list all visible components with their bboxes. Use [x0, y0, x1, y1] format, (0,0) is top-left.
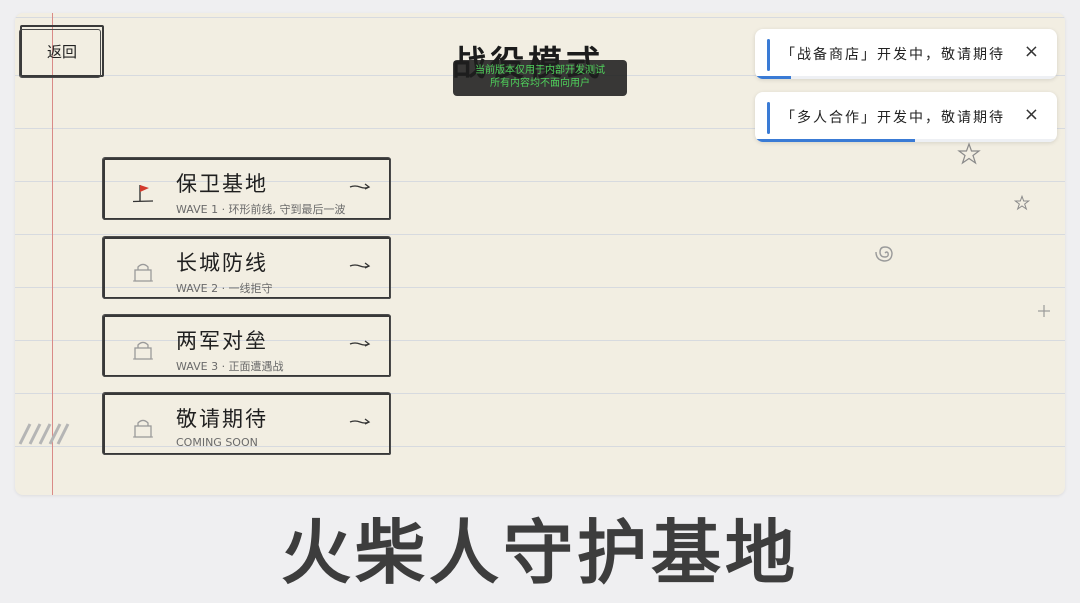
toast-progress	[755, 76, 792, 79]
arrow-right-icon	[349, 418, 371, 425]
flag-icon	[132, 185, 154, 203]
toast-message: 「多人合作」开发中，敬请期待	[781, 110, 1005, 126]
close-icon[interactable]: ×	[1023, 104, 1039, 125]
margin-line	[52, 13, 53, 495]
mode-name: 长城防线	[176, 251, 268, 275]
dev-notice-line-1: 当前版本仅用于内部开发测试	[475, 65, 605, 76]
toast-accent-bar	[767, 102, 770, 134]
dev-notice-line-2: 所有内容均不面向用户	[490, 78, 590, 89]
lock-icon	[133, 419, 153, 438]
hatch-doodle-icon	[18, 423, 70, 445]
mode-subtitle: WAVE 3 · 正面遭遇战	[176, 360, 284, 373]
back-button[interactable]: 返回	[19, 25, 104, 78]
mode-card-great-wall[interactable]: 长城防线 WAVE 2 · 一线拒守	[102, 236, 391, 299]
mode-name: 保卫基地	[176, 172, 268, 196]
mode-name: 敬请期待	[176, 407, 268, 431]
toast-accent-bar	[767, 39, 770, 71]
game-caption: 火柴人守护基地	[281, 512, 799, 594]
lock-icon	[133, 341, 153, 360]
star-doodle-icon	[1014, 195, 1030, 211]
toast-progress	[755, 139, 916, 142]
toast-progress-track	[755, 76, 1057, 79]
mode-card-two-armies[interactable]: 两军对垒 WAVE 3 · 正面遭遇战	[102, 314, 391, 377]
arrow-right-icon	[349, 262, 371, 269]
plus-doodle-icon	[1038, 305, 1050, 317]
lock-icon	[133, 263, 153, 282]
mode-subtitle: COMING SOON	[176, 436, 258, 449]
mode-name: 两军对垒	[176, 329, 268, 353]
mode-card-defend-base[interactable]: 保卫基地 WAVE 1 · 环形前线, 守到最后一波	[102, 157, 391, 220]
toast-shop: 「战备商店」开发中，敬请期待 ×	[755, 29, 1057, 79]
dev-notice-banner: 当前版本仅用于内部开发测试 所有内容均不面向用户	[453, 60, 627, 96]
toast-coop: 「多人合作」开发中，敬请期待 ×	[755, 92, 1057, 142]
star-doodle-icon	[957, 142, 981, 165]
close-icon[interactable]: ×	[1023, 41, 1039, 62]
mode-subtitle: WAVE 1 · 环形前线, 守到最后一波	[176, 203, 346, 216]
mode-card-coming-soon[interactable]: 敬请期待 COMING SOON	[102, 392, 391, 455]
mode-subtitle: WAVE 2 · 一线拒守	[176, 282, 273, 295]
arrow-right-icon	[349, 183, 371, 190]
spiral-doodle-icon	[875, 246, 893, 262]
toast-message: 「战备商店」开发中，敬请期待	[781, 47, 1005, 63]
arrow-right-icon	[349, 340, 371, 347]
